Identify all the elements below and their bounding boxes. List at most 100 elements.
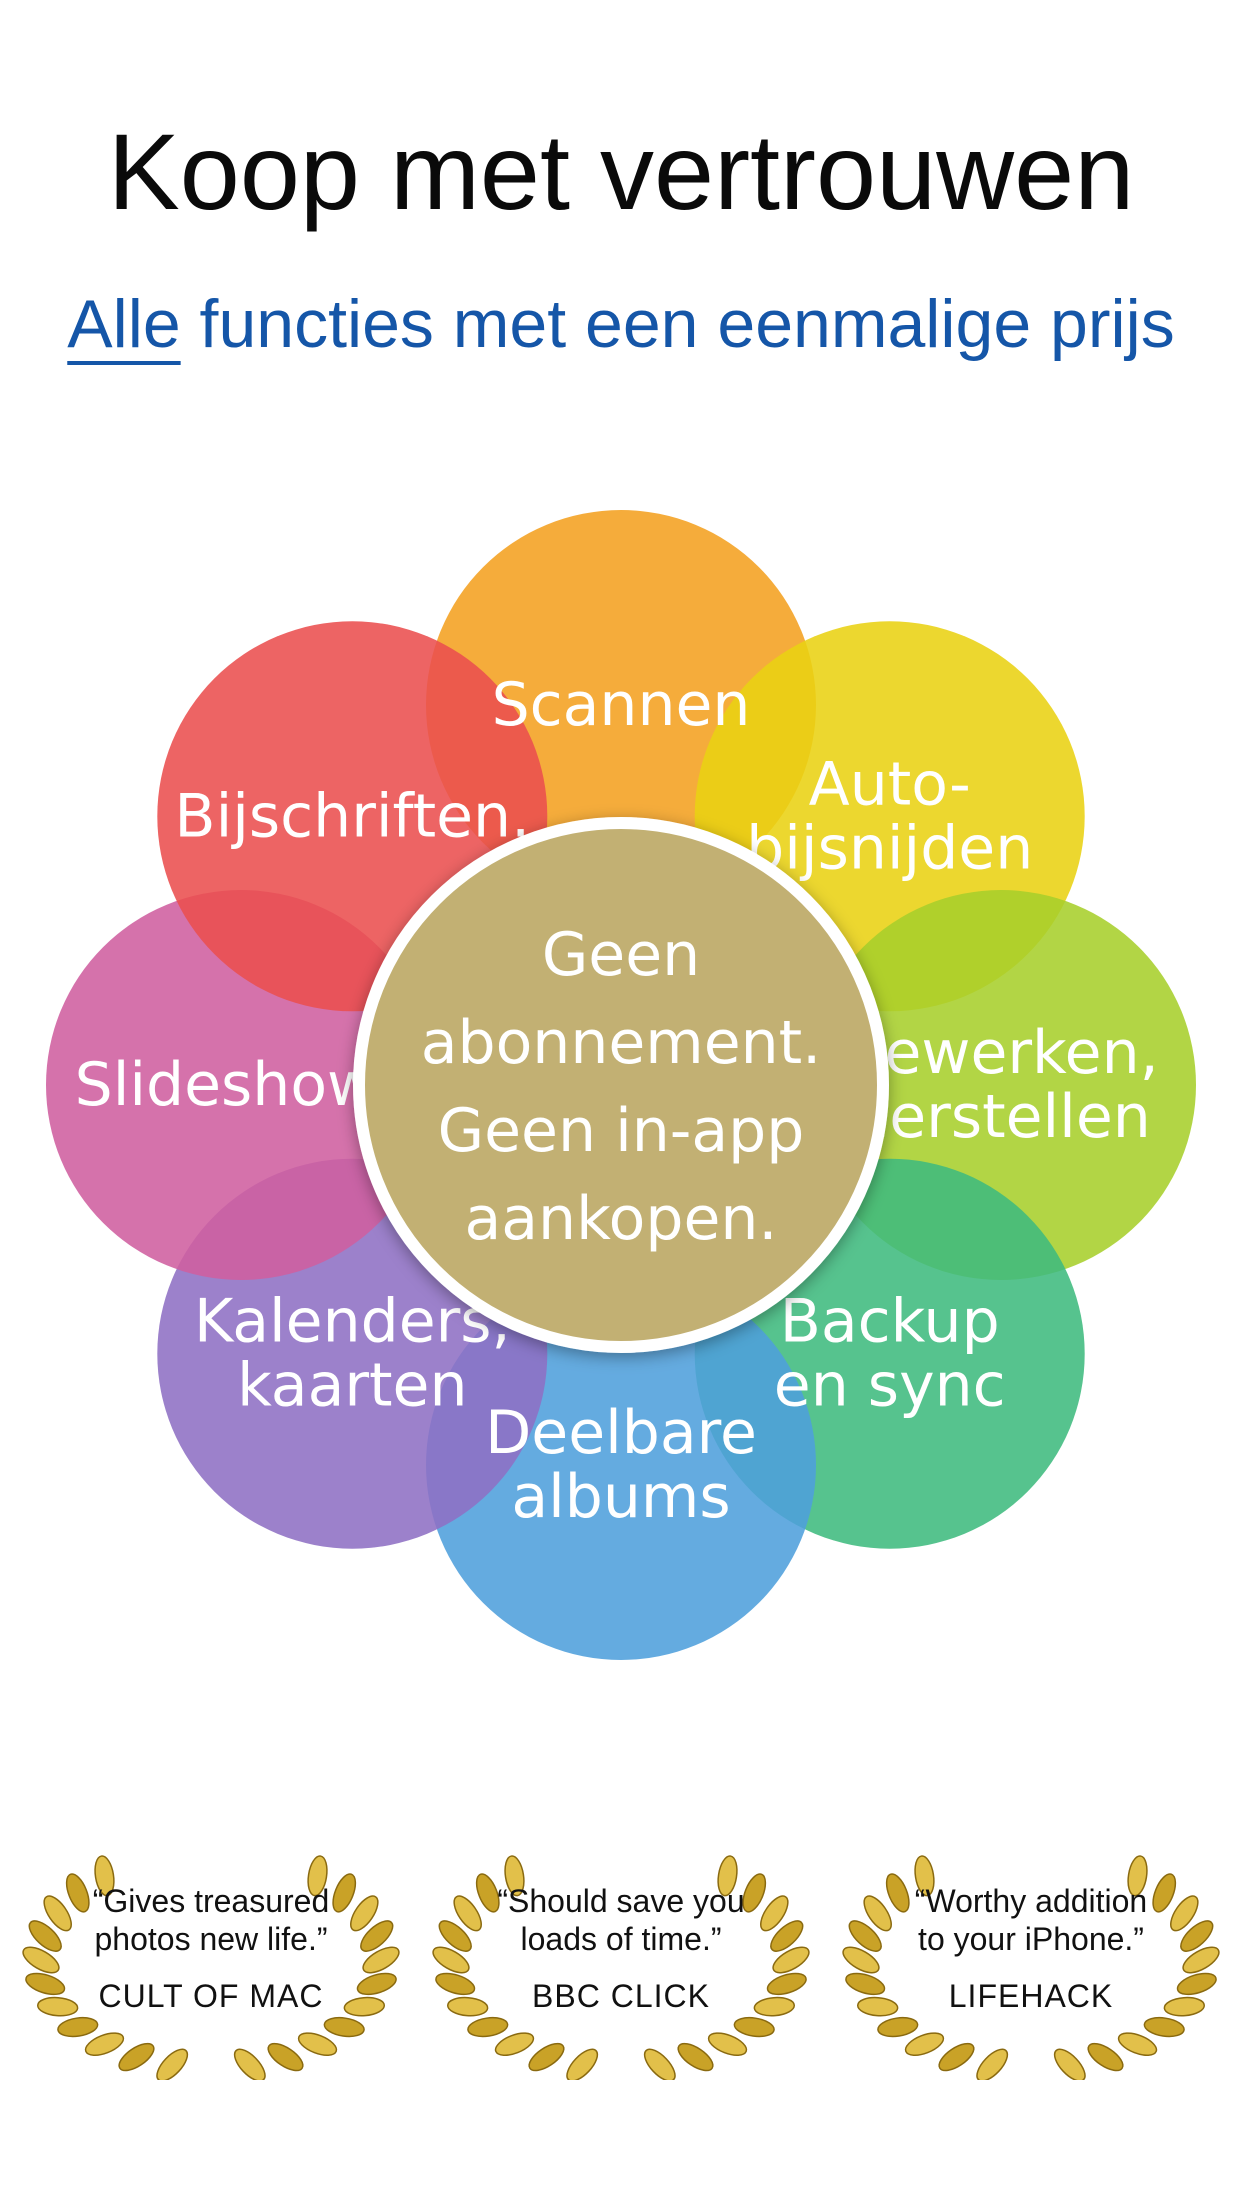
laurel-leaf [297,2032,338,2056]
laurel-leaf [753,1996,796,2017]
laurel-leaf [938,2042,975,2072]
laurel-leaf [742,1873,767,1913]
petal-label-line: Slideshows [75,1050,408,1120]
laurel-leaf [28,1920,62,1952]
laurel-leaf [1182,1946,1220,1974]
award-quote-line-2: loads of time.” [520,1921,722,1957]
laurel-leaf [733,2016,775,2038]
laurel-leaf [677,2042,714,2072]
laurel-leaf [877,2016,919,2038]
award-quote-line-1: “Worthy addition [914,1883,1148,1919]
award-bbc-click: “Should save you loads of time.” BBC CLI… [431,1840,811,2080]
center-text-line: Geen in-app [438,1096,805,1166]
laurel-leaf [65,1873,90,1913]
laurel-leaf [1143,2016,1185,2038]
laurel-leaf [323,2016,365,2038]
laurel-leaf [446,1996,489,2017]
award-cult-of-mac: “Gives treasured photos new life.” CULT … [21,1840,401,2080]
laurel-leaf [22,1946,60,1974]
laurel-leaf [1127,1855,1148,1897]
laurel-leaf [842,1946,880,1974]
laurel-leaf [360,1920,394,1952]
petal-label-line: Scannen [492,670,751,740]
petal-label-auto-bijsnijden: Auto-bijsnijden [746,749,1033,883]
center-circle [353,817,889,1353]
award-quote: “Should save you loads of time.” [471,1882,771,1958]
laurel-leaf [1163,1996,1206,2017]
laurel-leaf [84,2032,125,2056]
laurel-leaf [494,2032,535,2056]
laurel-leaf [332,1873,357,1913]
laurel-leaf [432,1946,470,1974]
laurel-leaf [504,1855,525,1897]
laurel-leaf [904,2032,945,2056]
laurel-leaf [118,2042,155,2072]
laurel-leaf [760,1895,789,1932]
laurel-leaf [717,1855,738,1897]
laurel-leaf [233,2048,266,2080]
laurel-leaf [643,2048,676,2080]
petal-label-line: herstellen [851,1082,1151,1152]
laurel-leaf [350,1895,379,1932]
petal-label-line: albums [511,1462,730,1532]
laurel-leaf [770,1920,804,1952]
petal-label-line: Backup [780,1287,1000,1357]
laurel-leaf [356,1972,397,1996]
petal-label-scannen: Scannen [492,670,751,740]
laurel-leaf [362,1946,400,1974]
laurel-leaf [36,1996,79,2017]
laurel-leaf [914,1855,935,1897]
laurel-leaf [766,1972,807,1996]
laurel-leaf [475,1873,500,1913]
laurel-leaf [848,1920,882,1952]
petal-label-slideshows: Slideshows [75,1050,408,1120]
laurel-leaf [156,2048,189,2080]
laurel-leaf [845,1972,886,1996]
award-source: LIFEHACK [948,1978,1114,2014]
petal-label-line: en sync [774,1351,1006,1421]
award-source: CULT OF MAC [98,1978,324,2014]
petal-label-line: Kalenders, [194,1287,511,1357]
laurel-leaf [467,2016,509,2038]
laurel-leaves [22,1855,400,2080]
petal-label-line: Bijschriften. [174,781,530,851]
award-quote-line-2: photos new life.” [94,1921,328,1957]
award-quote-line-2: to your iPhone.” [918,1921,1144,1957]
awards-row: “Gives treasured photos new life.” CULT … [0,1840,1242,2080]
laurel-leaf [566,2048,599,2080]
petal-label-line: Deelbare [485,1398,757,1468]
laurel-leaf [856,1996,899,2017]
award-quote-line-1: “Gives treasured [92,1883,330,1919]
laurel-leaf [1170,1895,1199,1932]
page-title: Koop met vertrouwen [107,111,1135,232]
center-text-line: Geen [542,920,700,990]
feature-flower: ScannenAuto-bijsnijdenBewerken,herstelle… [46,510,1196,1660]
laurel-leaf [1087,2042,1124,2072]
page-subtitle: Alle functies met een eenmalige prijs [0,290,1242,358]
laurel-leaf [1053,2048,1086,2080]
petal-label-bewerken-herstellen: Bewerken,herstellen [843,1018,1158,1152]
laurel-leaf [885,1873,910,1913]
subtitle-text: functies met een eenmalige prijs [180,286,1175,362]
laurel-leaf [528,2042,565,2072]
award-lifehack: “Worthy addition to your iPhone.” LIFEHA… [841,1840,1221,2080]
laurel-leaf [435,1972,476,1996]
laurel-leaves [842,1855,1220,2080]
award-quote: “Gives treasured photos new life.” [61,1882,361,1958]
laurel-leaf [772,1946,810,1974]
laurel-leaf [94,1855,115,1897]
petal-label-line: bijsnijden [746,813,1033,883]
laurel-leaf [267,2042,304,2072]
petal-label-group: ScannenAuto-bijsnijdenBewerken,herstelle… [75,670,1159,1532]
laurel-leaves [432,1855,810,2080]
petal-label-bijschriften: Bijschriften. [174,781,530,851]
laurel-leaf [453,1895,482,1932]
laurel-wreath-icon [432,1855,810,2080]
award-quote: “Worthy addition to your iPhone.” [881,1882,1181,1958]
laurel-leaf [1117,2032,1158,2056]
laurel-leaf [57,2016,99,2038]
laurel-wreath-icon [22,1855,400,2080]
